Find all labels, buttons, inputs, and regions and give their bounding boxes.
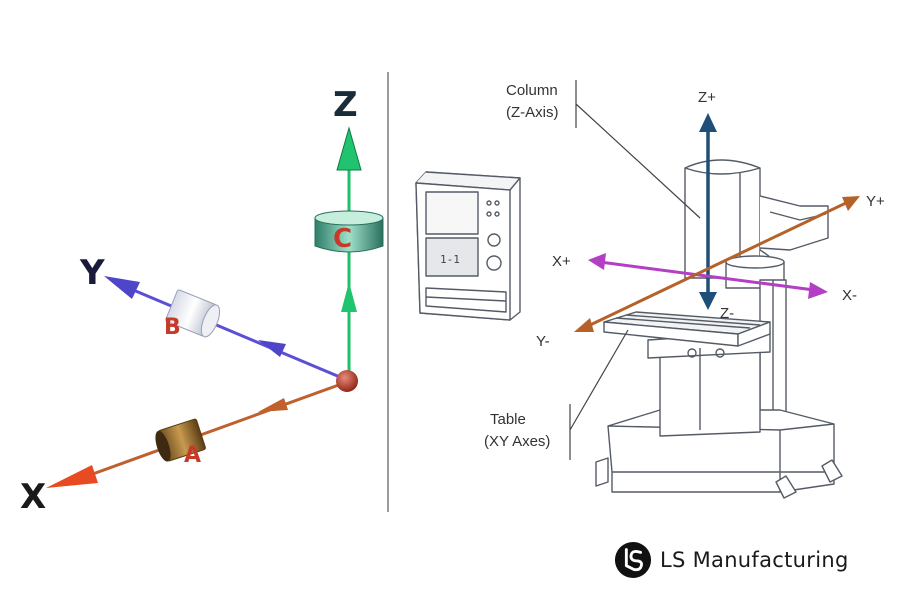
c-rotation-ring — [314, 210, 384, 253]
z-axis-label: Z — [333, 85, 358, 125]
panel-screen — [425, 191, 479, 235]
b-rotation-label: B — [164, 315, 181, 340]
panel-display-text: 1-1 — [440, 253, 460, 266]
x-arrowhead — [46, 465, 98, 488]
z-plus-arrowhead — [699, 113, 717, 132]
panel-knob-1 — [487, 233, 501, 247]
logo-text: LS Manufacturing — [660, 548, 849, 572]
column-label: Column — [506, 82, 558, 99]
column-sublabel: (Z-Axis) — [506, 104, 559, 121]
y-mid-arrowhead — [258, 340, 286, 357]
control-panel: 1-1 — [415, 171, 521, 321]
z-arrowhead — [336, 126, 362, 171]
b-rotation-ring — [165, 289, 221, 338]
y-axis: B Y — [79, 253, 348, 382]
y-arrowhead — [104, 276, 140, 299]
table-label: Table — [490, 411, 526, 428]
x-axis-label: X — [20, 477, 46, 517]
a-rotation-label: A — [184, 443, 201, 468]
panel-knob-2 — [486, 255, 502, 271]
machine-y-axis: Y+ Y- — [536, 193, 885, 350]
z-minus-label: Z- — [720, 305, 734, 322]
z-minus-arrowhead — [699, 292, 717, 310]
brand-logo: LS Manufacturing — [614, 540, 849, 580]
x-mid-arrowhead — [258, 398, 288, 412]
a-rotation-ring — [155, 418, 206, 462]
y-plus-label: Y+ — [866, 193, 885, 210]
column-leader-line — [575, 80, 701, 219]
x-plus-arrowhead — [588, 253, 606, 270]
c-rotation-label: C — [333, 224, 352, 254]
rotary-axes-diagram: C Z B Y A X — [20, 85, 384, 517]
y-minus-arrowhead — [574, 318, 594, 332]
x-minus-arrowhead — [808, 282, 828, 299]
z-mid-arrowhead — [341, 282, 357, 312]
milling-machine: 1-1 — [415, 80, 843, 499]
origin-ball — [336, 370, 358, 392]
y-minus-label: Y- — [536, 333, 550, 350]
x-axis: A X — [20, 380, 348, 517]
panel-keypad — [425, 237, 479, 277]
machine-table — [603, 311, 771, 358]
column — [684, 159, 829, 421]
machine-x-axis: X+ X- — [552, 253, 857, 304]
leveling-foot-right — [821, 459, 843, 483]
knee-saddle — [647, 331, 771, 437]
y-axis-label: Y — [79, 253, 105, 293]
x-plus-label: X+ — [552, 253, 571, 270]
table-leader-line — [569, 329, 629, 460]
leveling-foot-left — [775, 475, 797, 499]
x-minus-label: X- — [842, 287, 857, 304]
table-sublabel: (XY Axes) — [484, 433, 550, 450]
z-plus-label: Z+ — [698, 89, 716, 106]
machine-axes: Z+ Z- X+ X- Y+ Y- — [536, 89, 885, 350]
y-plus-arrowhead — [842, 196, 860, 211]
ls-logo-icon — [614, 541, 652, 579]
z-axis: C Z — [314, 85, 384, 380]
